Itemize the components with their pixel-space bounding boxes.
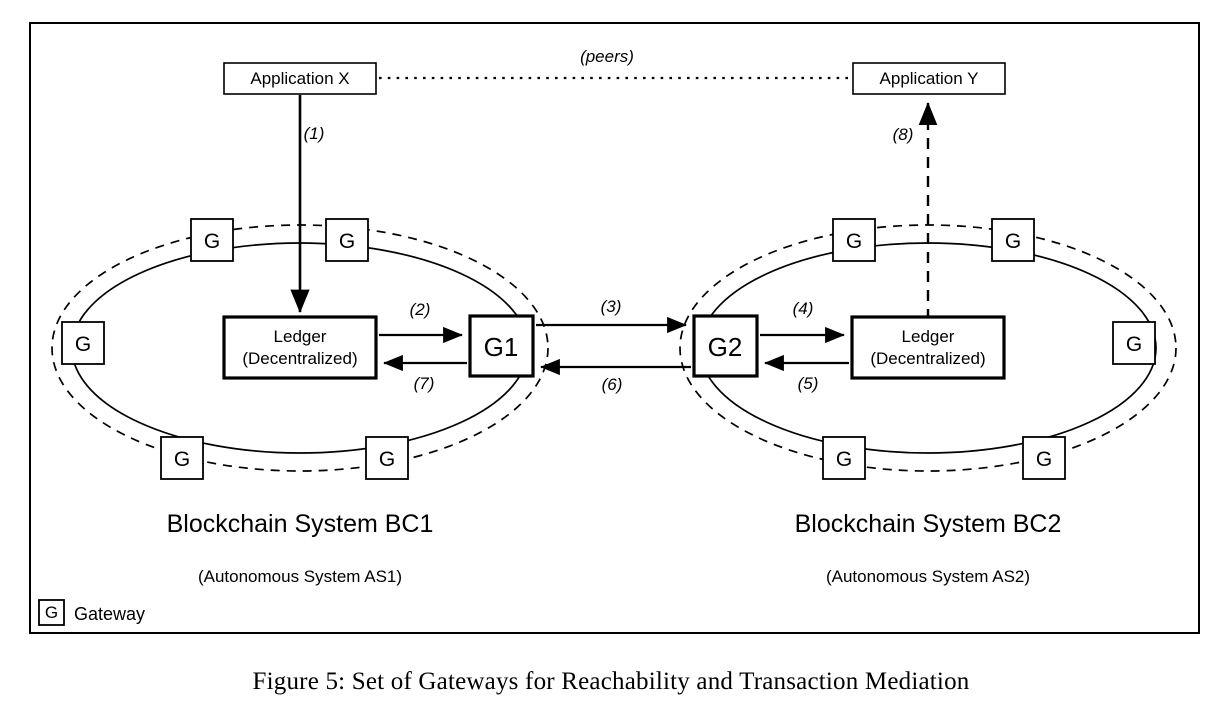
legend-gateway-icon xyxy=(38,599,65,626)
application-x-node[interactable]: Application X xyxy=(223,62,377,95)
bc1-subtitle: (Autonomous System AS1) xyxy=(198,567,402,586)
gateway-label: G xyxy=(174,448,190,471)
legend: G Gateway xyxy=(38,599,145,626)
flow-8-label: (8) xyxy=(893,125,914,144)
gateway-g1-label: G1 xyxy=(484,332,519,362)
bc2-gateway-bottom-right[interactable]: G xyxy=(1022,436,1066,480)
bc2-gateway-nodes: G G G G G xyxy=(822,218,1156,480)
bc2-gateway-top-right[interactable]: G xyxy=(991,218,1035,262)
legend-gateway-label: Gateway xyxy=(74,604,145,624)
flow-2-label: (2) xyxy=(410,300,431,319)
gateway-label: G xyxy=(1036,448,1052,471)
bc1-gateway-nodes: G G G G G xyxy=(61,218,409,480)
peers-label: (peers) xyxy=(580,47,634,66)
bc1-gateway-top-right[interactable]: G xyxy=(325,218,369,262)
bc2-gateway-top-left[interactable]: G xyxy=(832,218,876,262)
gateway-label: G xyxy=(846,230,862,253)
figure-frame xyxy=(29,22,1200,634)
bc2-ledger-line2: (Decentralized) xyxy=(870,349,985,368)
application-x-label: Application X xyxy=(250,69,349,88)
bc1-ledger-node[interactable]: Ledger (Decentralized) xyxy=(222,315,378,380)
flow-7-label: (7) xyxy=(414,374,435,393)
gateway-label: G xyxy=(379,448,395,471)
bc1-gateway-bottom-left[interactable]: G xyxy=(160,436,204,480)
gateway-label: G xyxy=(836,448,852,471)
bc2-subtitle: (Autonomous System AS2) xyxy=(826,567,1030,586)
bc2-title: Blockchain System BC2 xyxy=(795,510,1062,538)
bc2-ledger-node[interactable]: Ledger (Decentralized) xyxy=(850,315,1006,380)
gateway-label: G xyxy=(339,230,355,253)
bc1-gateway-top-left[interactable]: G xyxy=(190,218,234,262)
flow-5-label: (5) xyxy=(798,374,819,393)
flow-1-label: (1) xyxy=(304,124,325,143)
flow-3-label: (3) xyxy=(601,297,622,316)
gateway-g2-node[interactable]: G2 xyxy=(692,314,759,378)
gateway-g1-node[interactable]: G1 xyxy=(468,314,535,378)
application-y-label: Application Y xyxy=(880,69,979,88)
bc1-ledger-line2: (Decentralized) xyxy=(242,349,357,368)
gateway-g2-label: G2 xyxy=(708,332,743,362)
bc2-gateway-right[interactable]: G xyxy=(1112,321,1156,365)
gateway-label: G xyxy=(1005,230,1021,253)
bc1-gateway-left[interactable]: G xyxy=(61,321,105,365)
flow-6-label: (6) xyxy=(602,375,623,394)
application-y-node[interactable]: Application Y xyxy=(852,62,1006,95)
flow-4-label: (4) xyxy=(793,299,814,318)
bc1-ledger-line1: Ledger xyxy=(274,327,327,346)
gateway-label: G xyxy=(75,333,91,356)
gateway-label: G xyxy=(1126,333,1142,356)
gateway-label: G xyxy=(204,230,220,253)
bc2-ledger-line1: Ledger xyxy=(902,327,955,346)
bc1-title: Blockchain System BC1 xyxy=(167,510,434,538)
legend-gateway-symbol: G xyxy=(45,603,58,622)
figure-caption: Figure 5: Set of Gateways for Reachabili… xyxy=(252,668,970,695)
bc2-gateway-bottom-left[interactable]: G xyxy=(822,436,866,480)
bc1-gateway-bottom-right[interactable]: G xyxy=(365,436,409,480)
